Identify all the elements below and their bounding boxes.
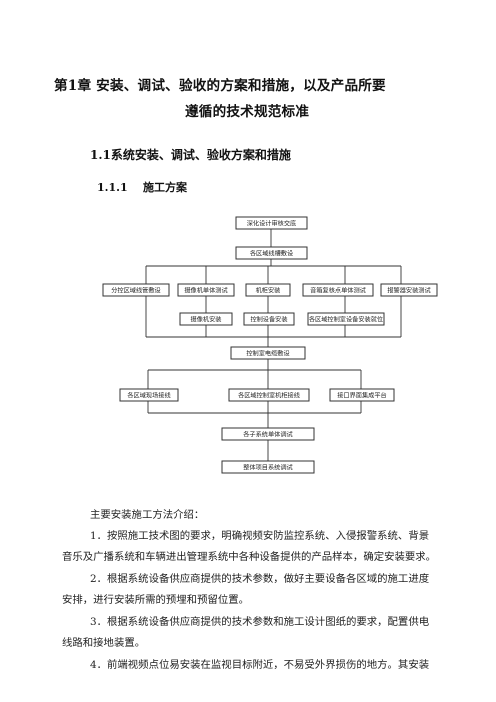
flow-node-camera-test: 摄像机单体测试	[177, 283, 235, 297]
flow-node-label: 各区域现场接线	[127, 391, 170, 399]
flow-node-label: 控制设备安装	[250, 315, 287, 323]
paragraph-2-line-1: 2．根据系统设备供应商提供的技术参数，做好主要设备各区域的施工进度	[90, 573, 430, 585]
flow-node-label: 分控区域线管敷设	[111, 286, 161, 294]
flow-node-label: 摄像机安装	[191, 315, 222, 323]
flow-node-label: 整体项目系统调试	[243, 463, 293, 471]
section-title: 1.1系统安装、调试、验收方案和措施	[90, 148, 291, 162]
flow-node-interface-platform: 接口界面集成平台	[329, 388, 395, 402]
flow-node-label: 各区域线槽敷设	[250, 249, 293, 257]
flow-node-label: 机柜安装	[256, 286, 281, 294]
subsection-title: 施工方案	[143, 181, 187, 194]
flow-node-label: 摄像机单体测试	[184, 286, 227, 294]
flow-node-trunking-laying: 各区域线槽敷设	[235, 246, 308, 260]
flow-node-subsystem-debug: 各子系统单体调试	[221, 427, 315, 441]
flow-node-system-debug: 整体项目系统调试	[221, 460, 315, 474]
paragraph-2-line-2: 安排，进行安装所需的预埋和预留位置。	[62, 594, 250, 606]
flow-node-label: 音箱复核点单体测试	[310, 286, 366, 294]
flow-node-label: 控制室电缆敷设	[246, 349, 289, 357]
flow-node-design-review: 深化设计审核交底	[235, 216, 308, 230]
flow-node-cabinet-install: 机柜安装	[245, 283, 291, 297]
chapter-title-line2: 遵循的技术规范标准	[185, 104, 310, 120]
subsection-number: 1.1.1	[97, 181, 128, 194]
flow-node-label: 各区域控制室设备安装就位	[309, 315, 383, 323]
flow-node-label: 各区域控制室机柜接线	[238, 391, 300, 399]
flow-node-label: 各子系统单体调试	[243, 430, 293, 438]
flow-node-field-wiring: 各区域现场接线	[119, 388, 179, 402]
flow-node-control-room-install: 各区域控制室设备安装就位	[307, 312, 385, 326]
flow-node-control-equipment-install: 控制设备安装	[243, 312, 295, 326]
flow-node-cabinet-wiring: 各区域控制室机柜接线	[228, 388, 310, 402]
intro-text: 主要安装施工方法介绍：	[90, 509, 205, 521]
chapter-title-line1: 第1章 安装、调试、验收的方案和措施，以及产品所要	[54, 78, 386, 94]
paragraph-3-line-1: 3．根据系统设备供应商提供的技术参数和施工设计图纸的要求，配置供电	[90, 616, 430, 628]
subsection-heading: 1.1.1 施工方案	[97, 179, 187, 195]
flow-node-control-room-cabling: 控制室电缆敷设	[230, 346, 306, 360]
flow-node-speaker-test: 音箱复核点单体测试	[302, 283, 374, 297]
paragraph-1-line-2: 音乐及广播系统和车辆进出管理系统中各种设备提供的产品样本，确定安装要求。	[62, 551, 437, 563]
flow-node-label: 报警器安装测试	[387, 286, 430, 294]
flow-node-label: 深化设计审核交底	[247, 219, 297, 227]
paragraph-3-line-2: 线路和接地装置。	[62, 637, 146, 649]
paragraph-1-line-1: 1．按照施工技术图的要求，明确视频安防监控系统、入侵报警系统、背景	[90, 530, 430, 542]
flow-node-label: 接口界面集成平台	[337, 391, 387, 399]
paragraph-4-line-1: 4．前端视频点位易安装在监视目标附近，不易受外界损伤的地方。其安装	[90, 659, 430, 671]
flow-node-camera-install: 摄像机安装	[179, 312, 233, 326]
flowchart-connectors	[145, 229, 402, 461]
flow-node-conduit-laying: 分控区域线管敷设	[102, 283, 170, 297]
flow-node-alarm-install: 报警器安装测试	[380, 283, 438, 297]
